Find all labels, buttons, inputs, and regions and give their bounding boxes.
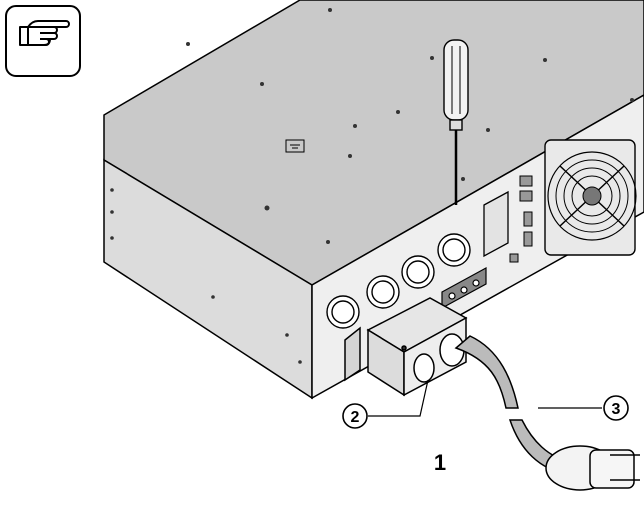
callout-lines [368, 379, 602, 417]
ground-label [285, 139, 305, 153]
callout-3-label: 3 [612, 401, 621, 418]
comm-slot [483, 190, 509, 258]
cooling-fan [544, 139, 637, 256]
power-cord [454, 335, 640, 491]
screwdriver [443, 39, 469, 205]
callout-2-label: 2 [351, 409, 360, 426]
terminal-block [441, 266, 487, 310]
step-label: 1 [434, 450, 446, 475]
callout-3: 3 [603, 395, 629, 421]
pointing-hand-icon [19, 20, 70, 46]
note-icon-box [5, 5, 81, 77]
callout-2: 2 [342, 403, 368, 429]
conduit-box [344, 297, 468, 397]
outlets [326, 233, 471, 329]
